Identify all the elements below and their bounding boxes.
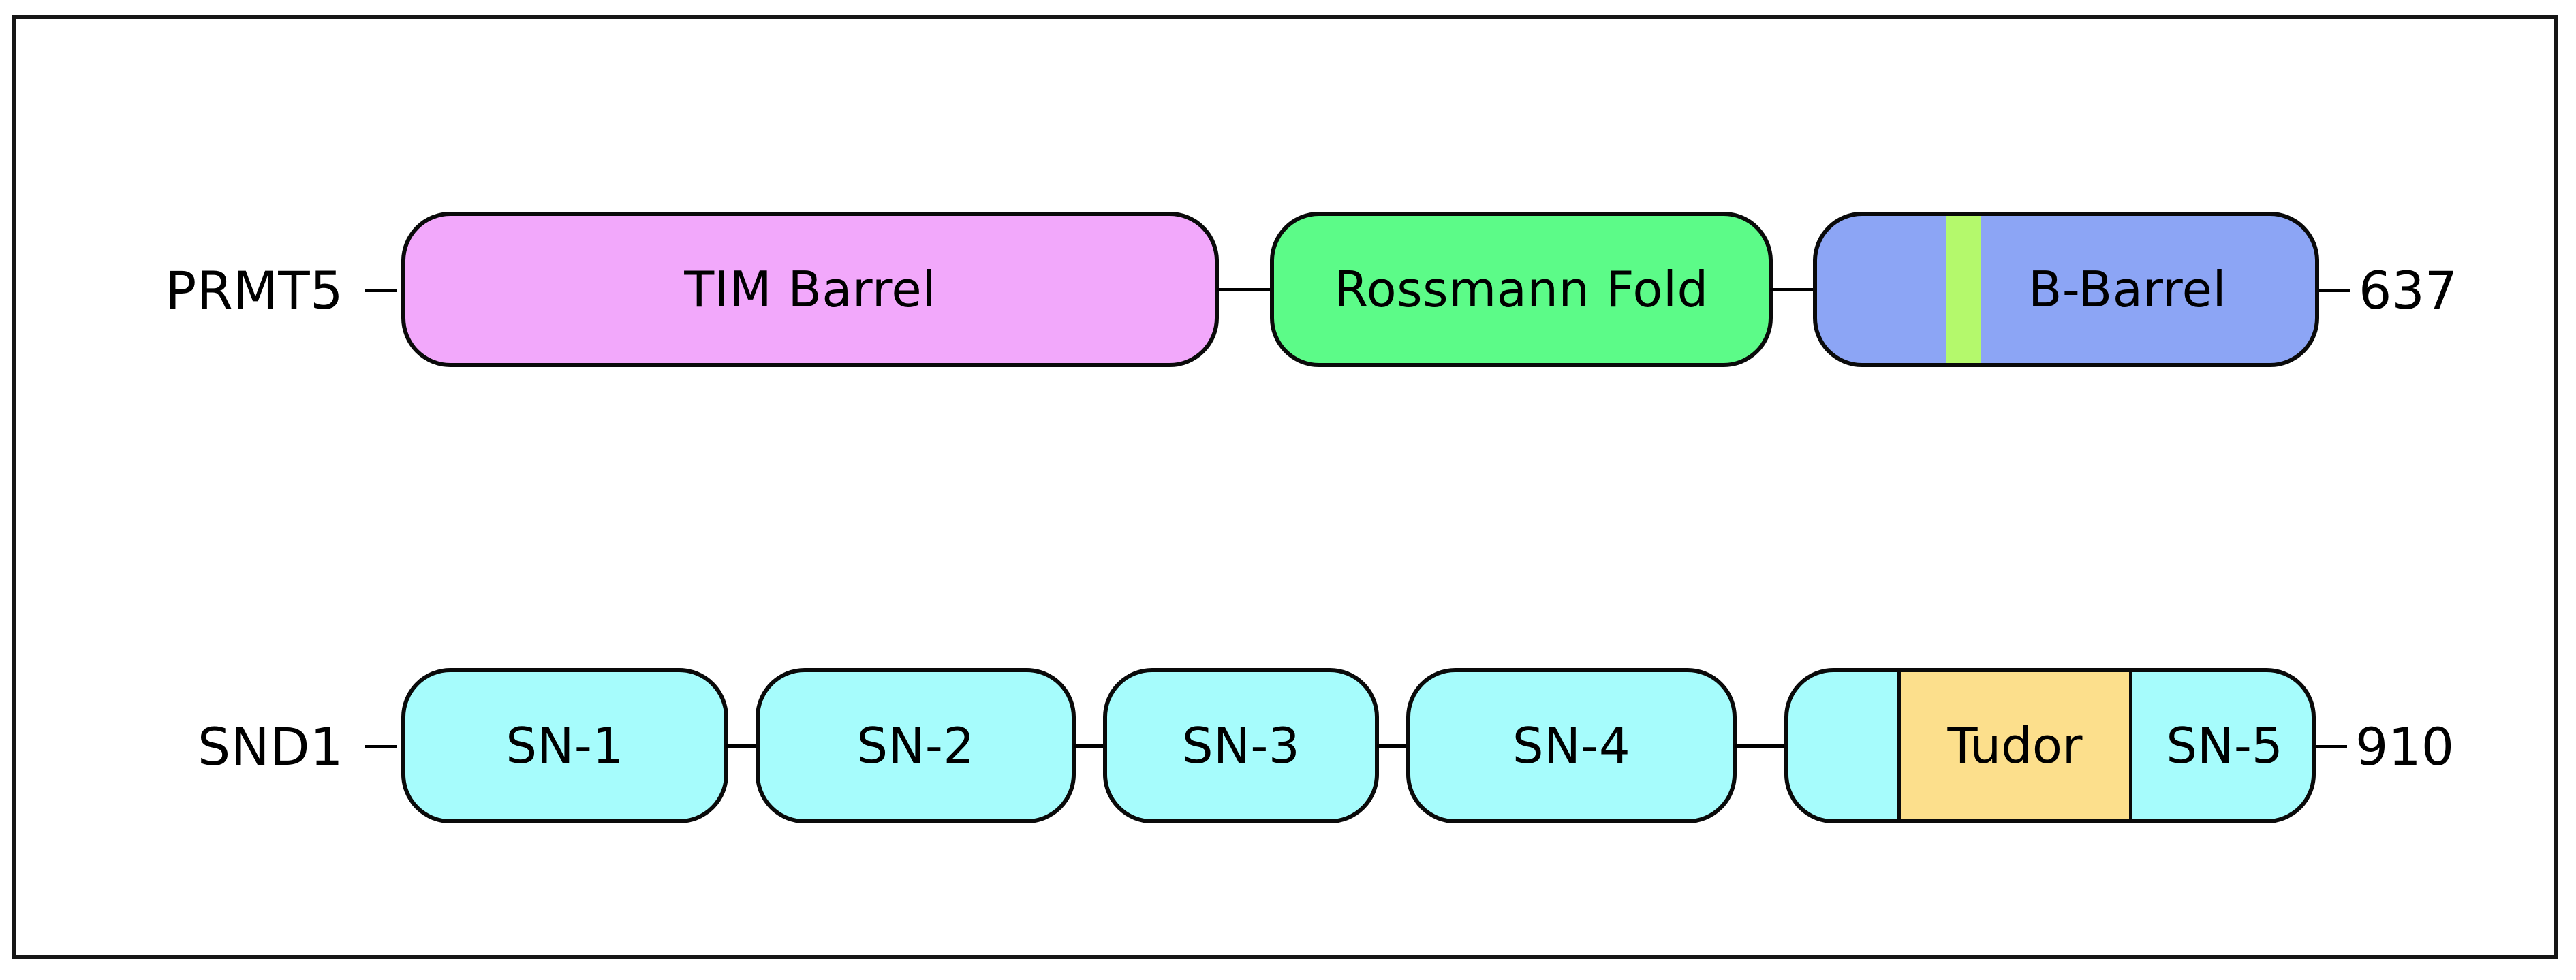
protein-row-prmt5: PRMT5 TIM Barrel Rossmann Fold B-Barrel … — [16, 212, 2554, 368]
domain-sn-1[interactable]: SN-1 — [401, 668, 728, 823]
domain-label-sn-5: SN-5 — [2166, 717, 2283, 774]
b-barrel-insert-stripe — [1946, 216, 1981, 363]
domain-label-b-barrel: B-Barrel — [2028, 261, 2226, 318]
protein-length-snd1: 910 — [2355, 716, 2455, 777]
domain-sn-5-with-tudor[interactable]: Tudor SN-5 — [1784, 668, 2316, 823]
linker-rossmann-to-bbarrel — [1770, 288, 1816, 291]
domain-tim-barrel[interactable]: TIM Barrel — [401, 212, 1219, 367]
protein-label-snd1: SND1 — [198, 716, 343, 777]
c-terminus-tick-prmt5 — [2319, 289, 2350, 292]
c-terminus-tick-snd1 — [2316, 745, 2347, 748]
domain-label-sn-2: SN-2 — [856, 717, 975, 774]
linker-sn4-to-sn5 — [1735, 744, 1788, 748]
domain-label-sn-1: SN-1 — [506, 717, 624, 774]
domain-sn-3[interactable]: SN-3 — [1103, 668, 1379, 823]
protein-label-prmt5: PRMT5 — [165, 259, 343, 321]
domain-sn-2[interactable]: SN-2 — [756, 668, 1076, 823]
linker-sn2-to-sn3 — [1074, 744, 1106, 748]
figure-border-frame: PRMT5 TIM Barrel Rossmann Fold B-Barrel … — [12, 15, 2558, 959]
linker-tim-to-rossmann — [1217, 288, 1273, 291]
domain-label-tudor: Tudor — [1947, 717, 2083, 774]
domain-tudor[interactable]: Tudor — [1897, 672, 2132, 819]
n-terminus-tick-snd1 — [365, 745, 397, 748]
linker-sn1-to-sn2 — [726, 744, 759, 748]
protein-row-snd1: SND1 SN-1 SN-2 SN-3 SN-4 — [16, 668, 2554, 825]
n-terminus-tick-prmt5 — [365, 289, 397, 292]
domain-sn-4[interactable]: SN-4 — [1406, 668, 1737, 823]
protein-length-prmt5: 637 — [2359, 259, 2458, 321]
domain-rossmann-fold[interactable]: Rossmann Fold — [1270, 212, 1773, 367]
domain-label-tim-barrel: TIM Barrel — [684, 261, 936, 318]
domain-b-barrel[interactable]: B-Barrel — [1813, 212, 2319, 367]
domain-label-sn-4: SN-4 — [1512, 717, 1631, 774]
domain-label-rossmann-fold: Rossmann Fold — [1334, 261, 1709, 318]
linker-sn3-to-sn4 — [1377, 744, 1410, 748]
domain-label-sn-3: SN-3 — [1181, 717, 1301, 774]
